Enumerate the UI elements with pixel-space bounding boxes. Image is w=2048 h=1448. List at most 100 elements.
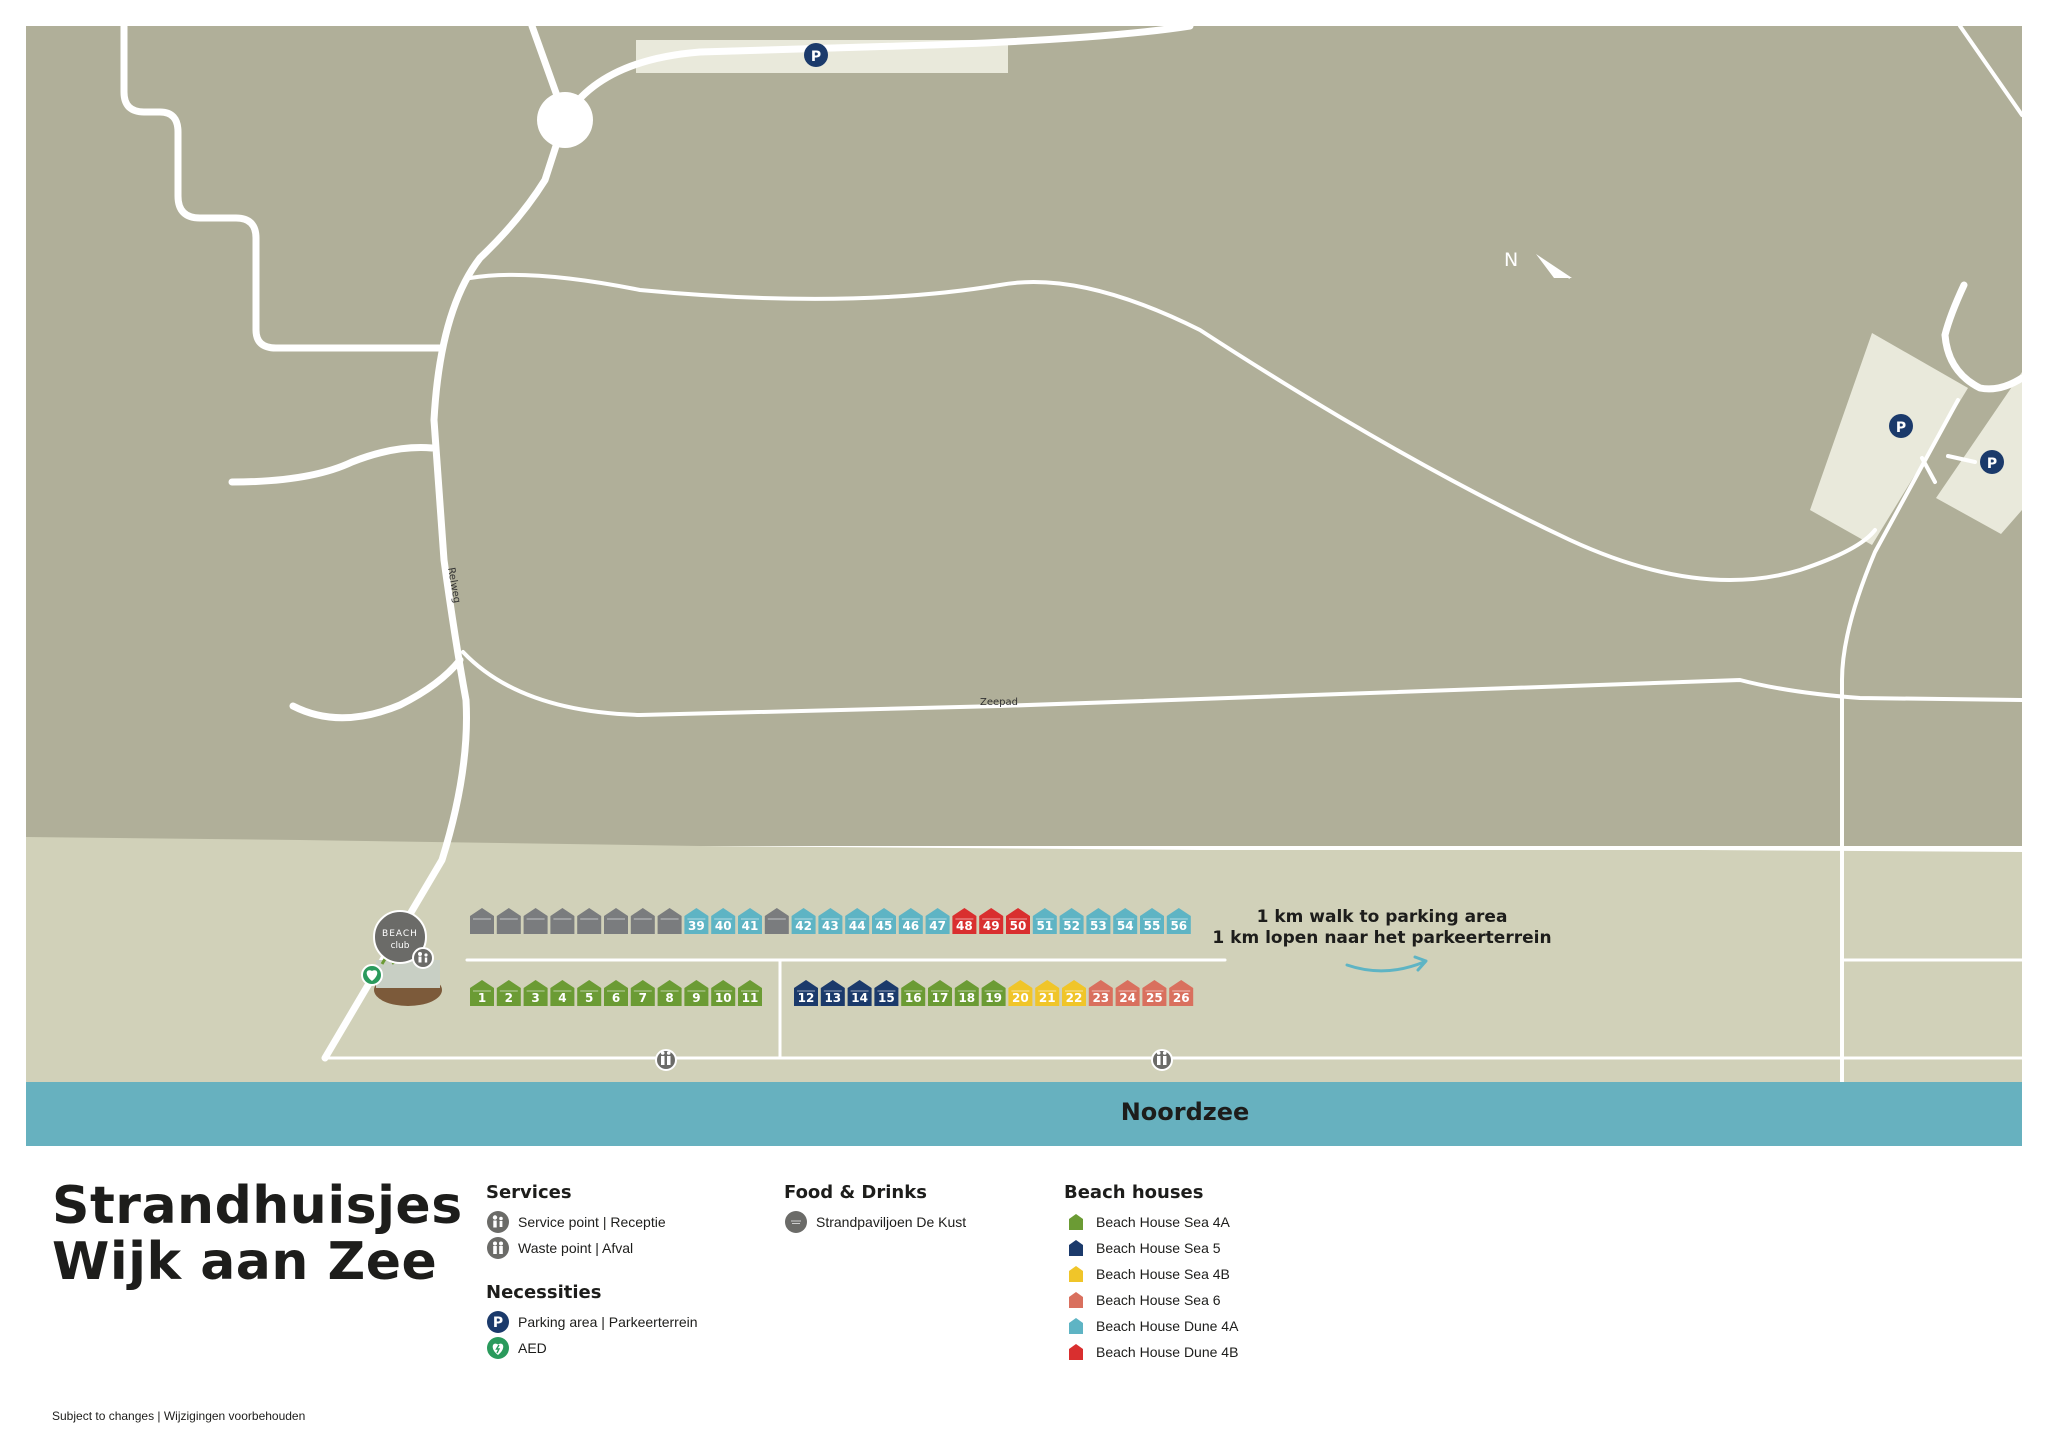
bottom-left-house: 2 [496, 980, 521, 1006]
road-left-branch-2 [289, 656, 464, 722]
house-number-label: 46 [902, 919, 919, 933]
legend-label: Beach House Dune 4B [1096, 1344, 1239, 1360]
legend-item-strandpaviljoen: Strandpaviljoen De Kust [784, 1209, 966, 1235]
top-row-house: 52 [1059, 908, 1084, 934]
house-number-label: 15 [878, 991, 895, 1005]
house-number-label: 51 [1036, 919, 1053, 933]
top-row-house: 51 [1032, 908, 1057, 934]
house-number-label: 4 [558, 991, 566, 1005]
house-number-label: 24 [1119, 991, 1136, 1005]
house-number-label: 45 [876, 919, 893, 933]
top-row-house [496, 908, 521, 934]
top-row-house: 55 [1140, 908, 1164, 934]
road-top-curve [561, 22, 1194, 122]
house-number-label: 40 [715, 919, 732, 933]
house-number-label: 53 [1090, 919, 1107, 933]
top-row-house [604, 908, 628, 934]
bottom-right-house: 20 [1008, 980, 1033, 1006]
house-number-label: 54 [1117, 919, 1134, 933]
legend-label: Beach House Sea 4B [1096, 1266, 1230, 1282]
legend-item-aed: AED [486, 1335, 698, 1361]
legend-item-beach-house: Beach House Sea 4B [1064, 1261, 1238, 1287]
bottom-right-house: 14 [847, 980, 872, 1006]
top-row-house [764, 908, 789, 934]
roundabout [537, 92, 593, 148]
legend-label: Beach House Dune 4A [1096, 1318, 1239, 1334]
service-point-map-icon [412, 947, 434, 969]
legend-item-beach-house: Beach House Sea 6 [1064, 1287, 1238, 1313]
svg-text:BEACH: BEACH [382, 929, 418, 939]
house-number-label: 16 [905, 991, 922, 1005]
legend-item-waste-point: Waste point | Afval [486, 1235, 666, 1261]
house-number-label: 23 [1092, 991, 1109, 1005]
legend-label: Parking area | Parkeerterrein [518, 1314, 698, 1330]
top-row-house [577, 908, 602, 934]
beach-house-icon [1064, 1340, 1088, 1364]
top-row-house: 45 [872, 908, 896, 934]
legend-heading-services: Services [486, 1182, 572, 1203]
bottom-left-house: 4 [550, 980, 575, 1006]
road-right-diagonal [1958, 24, 2024, 117]
top-row-house [550, 908, 575, 934]
footnote: Subject to changes | Wijzigingen voorbeh… [52, 1409, 306, 1423]
house-number-label: 19 [985, 991, 1002, 1005]
house-number-label: 1 [478, 991, 486, 1005]
bottom-left-house: 6 [604, 980, 628, 1006]
svg-text:1 km lopen naar het parkeerter: 1 km lopen naar het parkeerterrein [1212, 928, 1551, 948]
walk-arrow-icon [1345, 960, 1426, 973]
legend-food-drinks: Food & Drinks Strandpaviljoen De Kust [784, 1182, 966, 1235]
aed-map-icon [361, 964, 383, 986]
bottom-right-house: 19 [981, 980, 1006, 1006]
house-number-label: 21 [1039, 991, 1056, 1005]
parking-connector-1 [1920, 456, 1937, 484]
bottom-right-house: 17 [928, 980, 952, 1006]
top-row-house: 53 [1086, 908, 1111, 934]
bottom-left-house: 5 [577, 980, 602, 1006]
top-row-house: 42 [791, 908, 816, 934]
beach-house-icon [1064, 1314, 1088, 1338]
bottom-right-house: 25 [1142, 980, 1167, 1006]
road-network [120, 22, 2026, 1084]
legend-item-beach-house: Beach House Sea 4A [1064, 1209, 1238, 1235]
bottom-right-house: 24 [1115, 980, 1140, 1006]
parking-icon: P [486, 1310, 510, 1334]
legend-label: Strandpaviljoen De Kust [816, 1214, 967, 1230]
legend-services: Services Service point | Receptie Waste … [486, 1182, 666, 1261]
bottom-left-house: 10 [711, 980, 736, 1006]
legend-heading-necessities: Necessities [486, 1282, 602, 1303]
sea [26, 1082, 2022, 1146]
legend-label: Beach House Sea 5 [1096, 1240, 1221, 1256]
legend-label: AED [518, 1340, 547, 1356]
house-number-label: 25 [1146, 991, 1163, 1005]
beach-house-icon [1064, 1288, 1088, 1312]
legend-item-beach-house: Beach House Dune 4A [1064, 1313, 1238, 1339]
house-number-label: 39 [688, 919, 705, 933]
beach-club-icon [784, 1210, 808, 1234]
top-row-house [523, 908, 548, 934]
legend-label: Beach House Sea 6 [1096, 1292, 1221, 1308]
parking-marker-top: P [804, 43, 828, 67]
house-number-label: 18 [958, 991, 975, 1005]
house-number-label: 2 [505, 991, 513, 1005]
legend-item-parking: P Parking area | Parkeerterrein [486, 1309, 698, 1335]
bottom-left-house: 11 [738, 980, 762, 1006]
beach-club-icon [373, 910, 427, 964]
house-number-label: 47 [929, 919, 946, 933]
top-row-house: 50 [1006, 908, 1030, 934]
house-number-label: 44 [849, 919, 866, 933]
walk-note: 1 km walk to parking area 1 km lopen naa… [1212, 907, 1552, 973]
parking-area-right-2 [1936, 372, 2022, 534]
house-number-label: 43 [822, 919, 839, 933]
road-right-vertical [1840, 398, 1960, 1084]
house-number-label: 20 [1012, 991, 1029, 1005]
top-row-house [657, 908, 682, 934]
parking-area-right-1 [1810, 333, 1968, 545]
bottom-right-house: 16 [901, 980, 926, 1006]
aed-icon [486, 1336, 510, 1360]
road-label-zeepad: Zeepad [980, 697, 1018, 708]
legend-heading-beach-houses: Beach houses [1064, 1182, 1204, 1203]
house-number-label: 12 [798, 991, 815, 1005]
top-row-house: 40 [711, 908, 736, 934]
